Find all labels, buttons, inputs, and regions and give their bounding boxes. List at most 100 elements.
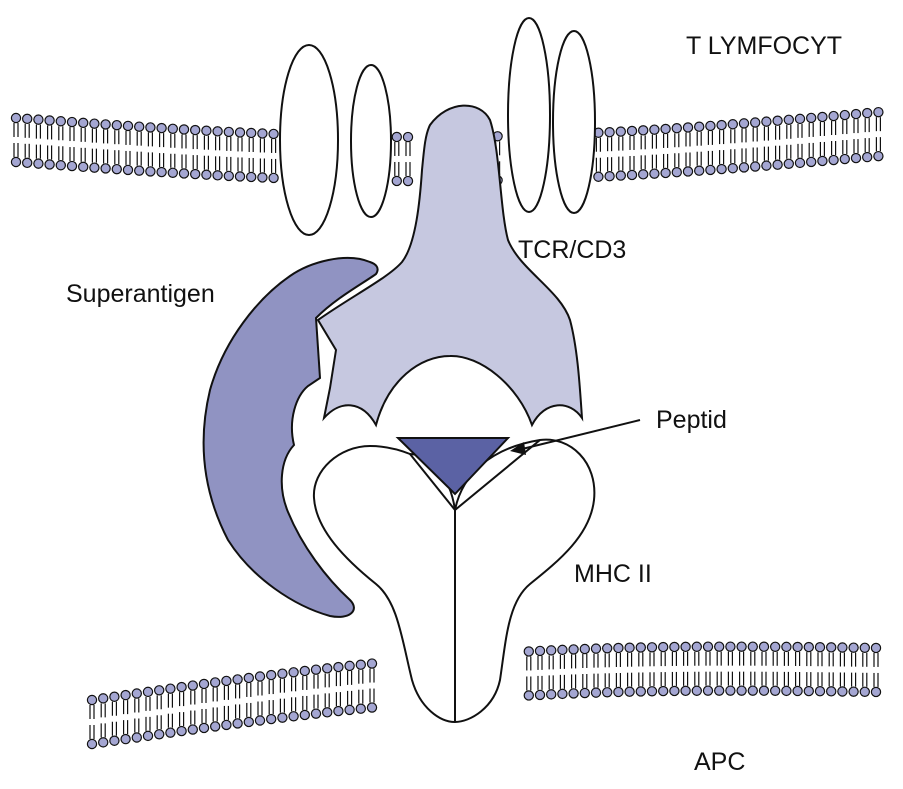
lipid-head (646, 642, 658, 653)
lipid-head (523, 690, 535, 701)
lipid-head (848, 686, 859, 697)
lipid-head (691, 685, 703, 696)
lipid-head (355, 659, 366, 670)
lipid-head (694, 165, 705, 176)
lipid-head (100, 119, 111, 130)
lipid-head (859, 686, 871, 697)
lipid-head (568, 688, 579, 699)
lipid-head (747, 685, 759, 696)
lipid-head (391, 131, 402, 143)
lipid-head (750, 117, 761, 128)
lipid-head (638, 125, 649, 136)
lipid-head (344, 660, 355, 672)
lipid-head (837, 686, 848, 697)
lipid-head (66, 116, 78, 128)
lipid-head (803, 641, 815, 653)
lipid-head (288, 667, 299, 678)
peptide-triangle (395, 437, 511, 496)
cd3-ellipse-left-1 (279, 44, 339, 236)
lipid-head (133, 165, 145, 176)
lipid-head (10, 156, 22, 168)
lipid-head (268, 128, 279, 140)
lipid-head (624, 642, 635, 653)
lipid-head (55, 116, 67, 127)
lipid-head (266, 713, 277, 725)
lipid-head (613, 686, 624, 698)
lipid-head (546, 645, 557, 656)
tcr-cd3-complex (316, 104, 584, 428)
t-cell-membrane (10, 106, 884, 187)
lipid-head (232, 718, 243, 729)
lipid-head (604, 170, 615, 182)
lipid-head (322, 663, 333, 674)
lipid-head (156, 166, 167, 178)
lipid-head (738, 162, 750, 173)
lipid-head (761, 116, 772, 127)
lipid-head (747, 641, 759, 652)
lipid-head (758, 641, 770, 652)
lipid-head (848, 642, 859, 653)
mhc-right-arm (454, 439, 541, 511)
lipid-head (391, 175, 402, 187)
lipid-head (333, 661, 344, 673)
lipid-head (268, 172, 279, 184)
lipid-head (142, 730, 154, 742)
lipid-head (669, 641, 680, 653)
lipid-head (245, 171, 257, 183)
lipid-head (232, 674, 243, 685)
lipid-head (649, 124, 660, 135)
lipid-head (212, 170, 223, 181)
lipid-head (727, 163, 739, 174)
lipid-head (142, 686, 154, 698)
lipid-head (299, 665, 310, 677)
lipid-head (806, 156, 817, 168)
lipid-head (873, 150, 884, 162)
lipid-head (817, 155, 828, 167)
lipid-head (187, 724, 198, 735)
lipid-head (234, 127, 246, 138)
lipid-head (781, 641, 792, 653)
lipid-head (133, 121, 145, 132)
lipid-head (680, 641, 691, 653)
lipid-head (783, 114, 795, 125)
lipid-head (534, 645, 546, 657)
lipid-head (557, 688, 568, 700)
lipid-head (738, 118, 750, 129)
cd3-ellipse-left-2 (350, 64, 392, 218)
lipid-head (44, 159, 55, 170)
lipid-head (557, 644, 568, 656)
lipid-head (794, 157, 806, 169)
lipid-head (257, 172, 268, 183)
lipid-head (277, 668, 288, 679)
lipid-head (366, 702, 378, 713)
lipid-head (635, 686, 647, 697)
lipid-head (862, 151, 873, 163)
lipid-head (750, 161, 761, 172)
tcr-cd3-label: TCR/CD3 (518, 236, 626, 264)
lipid-head (178, 168, 190, 179)
lipid-head (613, 642, 624, 654)
lipid-head (534, 689, 546, 701)
lipid-head (344, 704, 355, 716)
lipid-head (615, 126, 627, 137)
lipid-head (523, 646, 535, 657)
lipid-head (257, 128, 268, 139)
lipid-head (590, 643, 602, 654)
lipid-head (109, 691, 120, 702)
lipid-head (189, 124, 201, 136)
lipid-head (792, 685, 803, 697)
lipid-head (714, 641, 725, 652)
lipid-head (626, 125, 638, 137)
lipid-head (198, 722, 210, 734)
lipid-head (716, 119, 727, 131)
lipid-head (120, 689, 131, 701)
lipid-head (97, 737, 109, 748)
lipid-head (658, 641, 669, 653)
lipid-head (97, 693, 109, 704)
lipid-head (579, 687, 591, 699)
lipid-head (671, 123, 683, 134)
lipid-head (109, 735, 120, 746)
lipid-head (10, 112, 22, 124)
lipid-head (624, 686, 635, 697)
lipid-head (66, 160, 78, 172)
